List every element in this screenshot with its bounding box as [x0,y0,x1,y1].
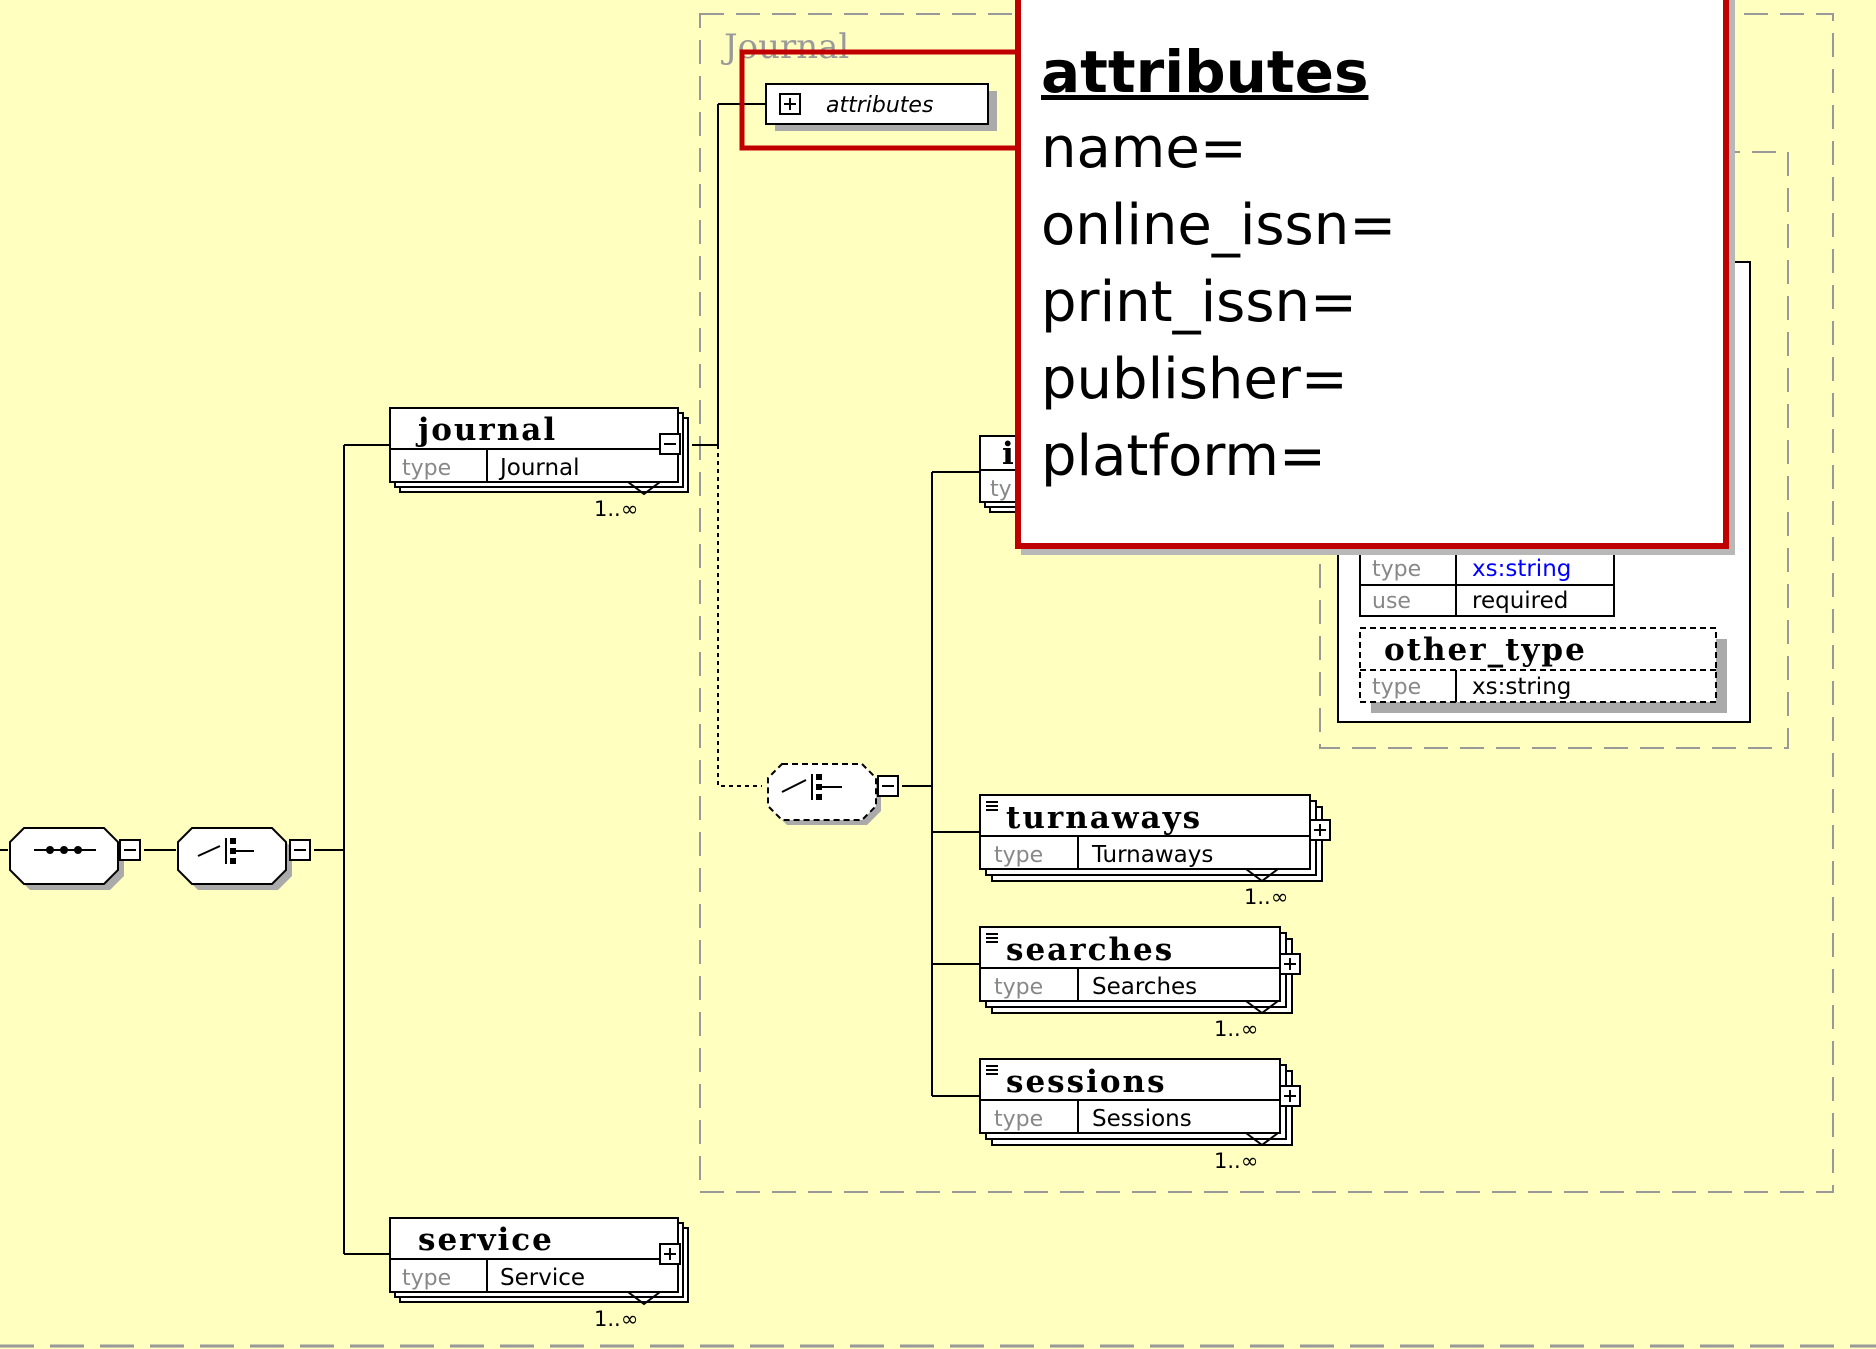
svg-text:xs:string: xs:string [1472,674,1571,700]
expand-turnaways-icon[interactable] [1309,819,1331,841]
service-name: service [418,1222,554,1258]
callout-item-publisher: publisher= [1041,347,1348,412]
collapse-journal-icon[interactable] [659,433,681,455]
collapse-sequence-icon[interactable] [119,839,141,861]
svg-text:required: required [1472,588,1568,614]
service-occurrence: 1..∞ [594,1307,638,1331]
expand-service-icon[interactable] [659,1243,681,1265]
svg-text:i: i [1002,436,1016,472]
searches-name: searches [1006,932,1174,968]
svg-text:Sessions: Sessions [1092,1106,1192,1132]
expand-searches-icon[interactable] [1279,953,1301,975]
svg-text:xs:string: xs:string [1472,556,1571,582]
callout-item-name: name= [1041,116,1247,181]
attributes-label: attributes [826,93,933,118]
callout-item-print-issn: print_issn= [1041,270,1357,335]
svg-text:ty: ty [990,477,1012,502]
choice-compositor-icon[interactable] [177,827,292,890]
svg-text:Journal: Journal [498,455,580,481]
callout-title: attributes [1041,38,1369,106]
svg-text:type: type [994,975,1043,1000]
expand-sessions-icon[interactable] [1279,1085,1301,1107]
element-journal[interactable]: journal type Journal 1..∞ [389,407,689,521]
turnaways-name: turnaways [1006,800,1202,836]
searches-occurrence: 1..∞ [1214,1017,1258,1041]
sessions-name: sessions [1006,1064,1167,1100]
journal-name: journal [415,412,557,448]
svg-text:type: type [402,1266,451,1291]
collapse-inner-choice-icon[interactable] [877,775,899,797]
sequence-compositor-icon[interactable] [9,827,124,890]
svg-text:type: type [994,1107,1043,1132]
sessions-occurrence: 1..∞ [1214,1149,1258,1173]
expand-attributes-icon[interactable] [779,93,801,115]
callout-item-online-issn: online_issn= [1041,193,1397,258]
svg-text:type: type [994,843,1043,868]
callout-item-platform: platform= [1041,424,1326,489]
element-service[interactable]: service type Service 1..∞ [389,1217,689,1331]
other-type-name: other_type [1384,632,1587,668]
callout-attribute-list: name= online_issn= print_issn= publisher… [1041,110,1723,495]
element-searches[interactable]: searches type Searches 1..∞ [979,926,1301,1041]
element-sessions[interactable]: sessions type Sessions 1..∞ [979,1058,1301,1173]
svg-text:Searches: Searches [1092,974,1197,1000]
svg-text:use: use [1372,589,1411,614]
element-turnaways[interactable]: turnaways type Turnaways 1..∞ [979,794,1331,909]
journal-occurrence: 1..∞ [594,497,638,521]
collapse-choice-icon[interactable] [289,839,311,861]
svg-text:type: type [1372,557,1421,582]
turnaways-occurrence: 1..∞ [1244,885,1288,909]
svg-text:type: type [1372,675,1421,700]
attributes-callout: attributes name= online_issn= print_issn… [1015,0,1729,549]
svg-text:type: type [402,456,451,481]
attributes-node[interactable]: attributes [765,83,997,131]
svg-text:Turnaways: Turnaways [1091,842,1213,868]
svg-text:Service: Service [500,1265,585,1291]
inner-choice-compositor-icon[interactable] [767,763,881,825]
